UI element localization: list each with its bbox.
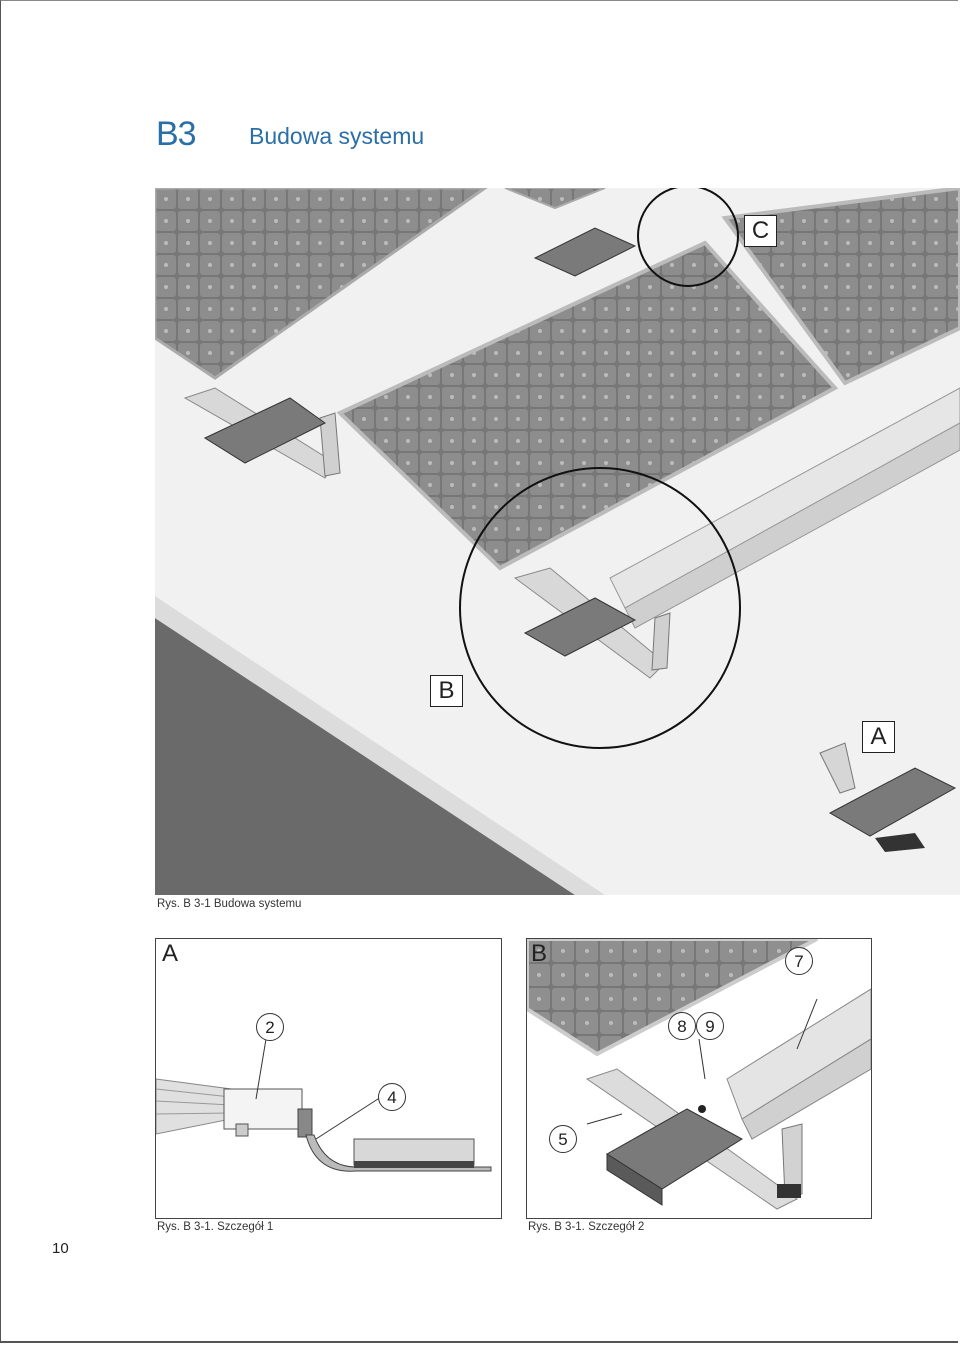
section-title: Budowa systemu xyxy=(249,123,425,149)
detail-a-caption: Rys. B 3-1. Szczegół 1 xyxy=(157,1221,274,1233)
figure-main-caption: Rys. B 3-1 Budowa systemu xyxy=(157,898,302,910)
figure-label-a: A xyxy=(862,721,895,753)
system-overview-illustration xyxy=(155,188,960,895)
callout-2: 2 xyxy=(256,1013,284,1041)
detail-a-illustration xyxy=(156,1038,492,1172)
system-overview-figure: C B A xyxy=(155,188,960,895)
detail-b-label: B xyxy=(531,940,548,967)
detail-a-figure: A 2 4 xyxy=(155,938,502,1219)
callout-8: 8 xyxy=(668,1012,696,1040)
callout-9: 9 xyxy=(696,1012,724,1040)
callout-4: 4 xyxy=(378,1083,406,1111)
callout-5: 5 xyxy=(549,1125,577,1153)
callout-7: 7 xyxy=(785,947,813,975)
detail-b-illustration xyxy=(527,939,871,1210)
section-code: B3 xyxy=(156,115,197,153)
figure-label-c: C xyxy=(744,215,777,247)
page-number: 10 xyxy=(52,1240,69,1257)
detail-b-figure: B 7 8 9 5 xyxy=(526,938,872,1219)
figure-label-b: B xyxy=(430,675,463,707)
detail-b-caption: Rys. B 3-1. Szczegół 2 xyxy=(528,1221,645,1233)
detail-a-label: A xyxy=(162,940,179,967)
